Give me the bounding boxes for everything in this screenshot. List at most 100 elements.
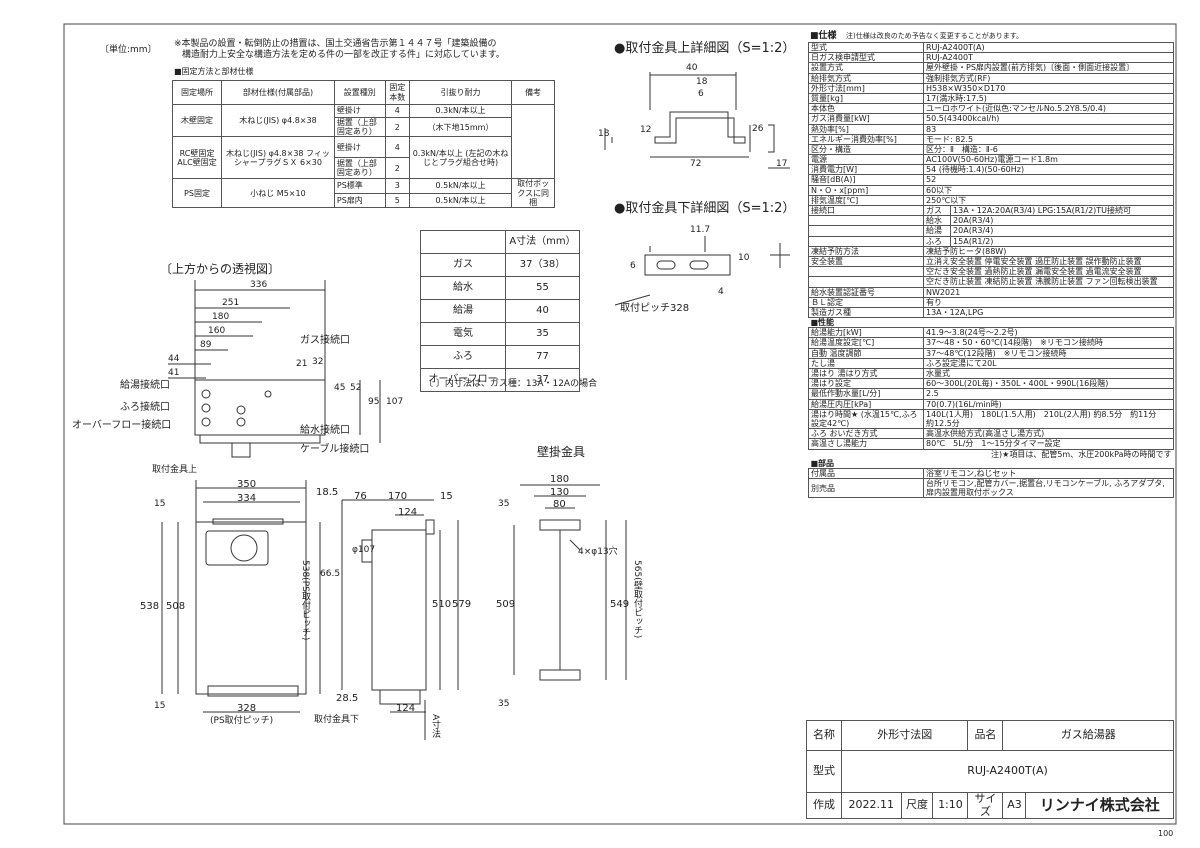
fixing-header: 引抜り耐力 xyxy=(408,80,513,105)
spec-sublabel: ふろ xyxy=(922,235,952,247)
fixing-table: 固定場所 部材仕様(付属部品) 設置種別 固定本数 引抜り耐力 備考 木壁固定 … xyxy=(171,80,555,208)
fixing-cell: 据置（上部固定あり） xyxy=(333,116,386,138)
top-view-shape xyxy=(168,280,381,458)
sheet-border xyxy=(63,23,1177,825)
spec-value: 台所リモコン,配管カバー,据置台,リモコンケーブル, ふろアダプタ,扉内設置用取… xyxy=(923,478,1174,499)
spec-label: 型式 xyxy=(808,41,924,54)
spec-row: 消費電力[W]54 (待機時:1.4)(50-60Hz) xyxy=(808,164,1174,176)
spec-value: 凍結予防ヒータ(88W) xyxy=(923,245,1174,257)
dims-value: 40 xyxy=(505,299,580,323)
spec-label xyxy=(808,276,924,288)
fixing-cell: PS標準 xyxy=(333,178,386,194)
spec-value: 20A(R3/4) xyxy=(950,215,1174,227)
spec-empty xyxy=(808,225,924,237)
dim: 12 xyxy=(640,125,652,135)
dim: 565(壁取付ピッチ) xyxy=(632,560,642,639)
fixing-cell: 壁掛け xyxy=(333,104,386,118)
spec-label: 給水装置認証番号 xyxy=(808,286,924,298)
page-number: 100 xyxy=(1158,829,1174,838)
upper-bracket-shape xyxy=(604,72,790,169)
dim: 124 xyxy=(398,507,418,518)
spec-label: 湯はり時間★ (水温15℃,ふろ設定42℃) xyxy=(808,408,924,430)
spec-value: 立消え安全装置 停電安全装置 過圧防止装置 誤作動防止装置 xyxy=(923,255,1174,268)
spec-value: ユーロホワイト(近似色:マンセルNo.5.2Y8.5/0.4) xyxy=(923,103,1174,115)
dim: 336 xyxy=(250,280,268,290)
spec-value: 52 xyxy=(923,174,1174,186)
dims-value: 77 xyxy=(505,345,580,369)
tb-made-value: 2022.11 xyxy=(841,791,902,820)
spec-value: RUJ-A2400T(A) xyxy=(923,41,1174,54)
spec-row: 最低作動水量[L/分]2.5 xyxy=(808,388,1174,400)
upper-bracket-title: ●取付金具上詳細図（S=1:2） xyxy=(614,41,796,56)
spec-row: 湯はり時間★ (水温15℃,ふろ設定42℃)140L(1人用) 180L(1.5… xyxy=(808,408,1174,430)
dim: 28.5 xyxy=(336,693,359,704)
spec-label: たし湯 xyxy=(808,357,924,370)
dim: 160 xyxy=(208,326,226,336)
spec-label: 凍結予防方法 xyxy=(808,245,924,257)
spec-label: 質量[kg] xyxy=(808,92,924,105)
spec-label: 最低作動水量[L/分] xyxy=(808,388,924,400)
dims-label: 給湯 xyxy=(420,299,506,323)
dim: 18 xyxy=(598,129,610,139)
lower-bracket-title: ●取付金具下詳細図（S=1:2） xyxy=(614,201,796,216)
spec-sublabel: 給水 xyxy=(922,215,952,227)
spec-value: 強制排気方式(RF) xyxy=(923,72,1174,84)
dim: 510 xyxy=(432,599,452,610)
spec-label: 別売品 xyxy=(808,478,924,499)
spec-row: ガス消費量[kW]50.5(43400kcal/h) xyxy=(808,113,1174,125)
spec-row: 設置方式屋外壁掛・PS扉内設置(前方排気)〔後面・側面近接設置〕 xyxy=(808,62,1174,74)
fixing-cell: 0.3kN/本以上 xyxy=(408,104,513,118)
spec-value: モード: 82.5 xyxy=(923,133,1174,145)
label-bath-port: ふろ接続口 xyxy=(120,402,170,413)
spec-label: ■性能 xyxy=(810,318,835,328)
spec-value: 区分：Ⅱ 構造：Ⅱ-6 xyxy=(923,143,1174,156)
spec-value: 20A(R3/4) xyxy=(950,225,1174,237)
spec-label: 付属品 xyxy=(808,467,924,480)
label-lower-bracket: 取付金具下 xyxy=(314,715,360,725)
tb-size-label: サイズ xyxy=(967,791,1004,820)
fixing-cell: 0.5kN/本以上 xyxy=(408,192,513,208)
spec-label: 給湯温度設定[℃] xyxy=(808,337,924,349)
tb-model-value: RUJ-A2400T(A) xyxy=(841,750,1174,793)
notice-line-1: ※本製品の設置・転倒防止の措置は、国土交通省告示第１４４７号「建築設備の xyxy=(174,39,497,49)
spec-value: 屋外壁掛・PS扉内設置(前方排気)〔後面・側面近接設置〕 xyxy=(923,62,1174,74)
dim: 89 xyxy=(200,340,212,350)
dim: 509 xyxy=(496,599,516,610)
fixing-cell: 取付ボックスに同梱 xyxy=(511,178,555,208)
dims-value: 35 xyxy=(505,322,580,346)
dim: 18.5 xyxy=(316,487,339,498)
dim: 4 xyxy=(718,287,724,297)
fixing-table-caption: ■固定方法と部材仕様 xyxy=(174,67,254,76)
dims-label: ガス xyxy=(420,253,506,277)
front-view-shape xyxy=(161,480,321,713)
dim: 15 xyxy=(154,499,166,509)
spec-value: 15A(R1/2) xyxy=(950,235,1174,247)
dim: 17 xyxy=(776,159,788,169)
spec-row: 本体色ユーロホワイト(近似色:マンセルNo.5.2Y8.5/0.4) xyxy=(808,103,1174,115)
spec-value: 13A・12A,LPG xyxy=(923,306,1174,319)
label-cable-port: ケーブル接続口 xyxy=(300,444,370,455)
dim: 350 xyxy=(237,479,257,490)
spec-row: ＢＬ認定有り xyxy=(808,296,1174,308)
spec-label: 消費電力[W] xyxy=(808,164,924,176)
dim: 251 xyxy=(222,298,240,308)
dim: 180 xyxy=(212,312,230,322)
spec-value: 空だき安全装置 過熱防止装置 漏電安全装置 過電流安全装置 xyxy=(923,266,1174,278)
fixing-cell: 4 xyxy=(384,104,410,118)
spec-value: NW2021 xyxy=(923,286,1174,298)
label-water-port: 給水接続口 xyxy=(300,425,350,436)
spec-label: ふろ おいだき方式 xyxy=(808,428,924,440)
fixing-cell: 木ねじ(JIS) φ4.8×38 フィッシャープラグＳＸ 6×30 xyxy=(221,136,335,180)
company-name: リンナイ株式会社 xyxy=(1025,791,1174,820)
dims-value: 37 xyxy=(505,368,580,392)
spec-row: 区分・構造区分：Ⅱ 構造：Ⅱ-6 xyxy=(808,143,1174,156)
dim: 6 xyxy=(698,89,704,99)
dim: 508 xyxy=(166,601,186,612)
spec-row: 付属品浴室リモコン,ねじセット xyxy=(808,467,1174,480)
